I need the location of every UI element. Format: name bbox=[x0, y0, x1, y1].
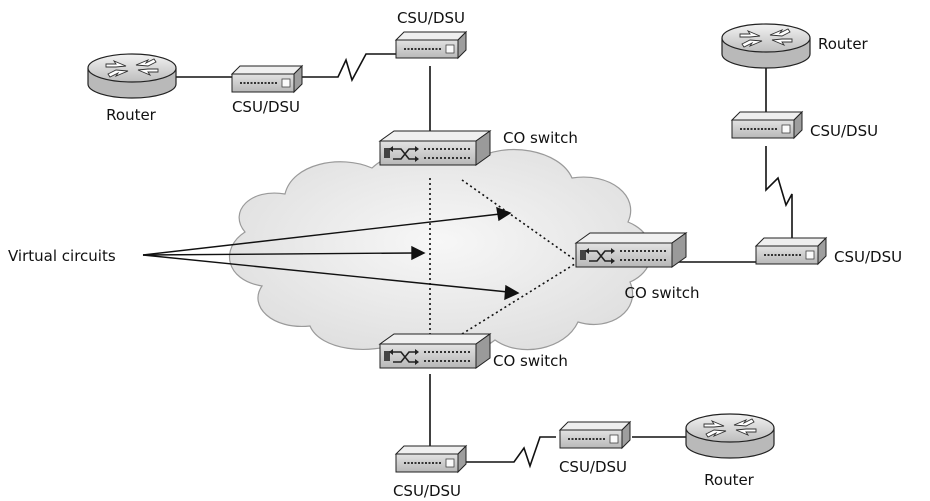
co-switch-icon bbox=[575, 232, 687, 268]
csu-left-label: CSU/DSU bbox=[232, 98, 300, 116]
router-icon bbox=[685, 413, 775, 459]
co-switch-right-label: CO switch bbox=[625, 284, 700, 302]
csu-bottom-middle-label: CSU/DSU bbox=[559, 458, 627, 476]
virtual-circuit-paths bbox=[429, 178, 579, 335]
router-icon bbox=[721, 23, 811, 69]
connections bbox=[176, 53, 793, 469]
co-switch-icon bbox=[379, 333, 491, 369]
router-bottom-label: Router bbox=[704, 471, 755, 489]
arrow-line-upper bbox=[142, 213, 501, 256]
router-top-right-label: Router bbox=[818, 35, 869, 53]
arrow-line-middle bbox=[142, 252, 415, 256]
csu-dsu-icon bbox=[231, 65, 303, 93]
csu-dsu-icon bbox=[395, 31, 467, 59]
arrow-line-lower bbox=[142, 254, 509, 293]
csu-dsu-icon bbox=[395, 445, 467, 473]
csu-bottom-left-label: CSU/DSU bbox=[393, 482, 461, 500]
network-cloud bbox=[228, 148, 652, 357]
vc-top-right bbox=[461, 179, 579, 263]
router-icon bbox=[87, 53, 177, 99]
co-switch-bottom-label: CO switch bbox=[493, 352, 568, 370]
router-left-label: Router bbox=[106, 106, 157, 124]
arrowhead-upper bbox=[496, 206, 512, 222]
csu-dsu-icon bbox=[559, 421, 631, 449]
csu-top-label: CSU/DSU bbox=[397, 9, 465, 27]
co-switch-icon bbox=[379, 130, 491, 166]
csu-dsu-icon bbox=[755, 237, 827, 265]
arrowhead-middle bbox=[411, 245, 426, 261]
csu-right-upper-label: CSU/DSU bbox=[810, 122, 878, 140]
arrowhead-lower bbox=[504, 284, 520, 301]
virtual-circuits-label: Virtual circuits bbox=[8, 247, 116, 265]
link-left-csu-top-csu bbox=[298, 53, 396, 83]
link-right-csu-zigzag bbox=[765, 146, 793, 238]
csu-dsu-icon bbox=[731, 111, 803, 139]
co-switch-top-label: CO switch bbox=[503, 129, 578, 147]
csu-right-lower-label: CSU/DSU bbox=[834, 248, 902, 266]
link-bottom-csu-zigzag bbox=[466, 436, 556, 469]
virtual-circuit-arrows bbox=[142, 206, 520, 301]
